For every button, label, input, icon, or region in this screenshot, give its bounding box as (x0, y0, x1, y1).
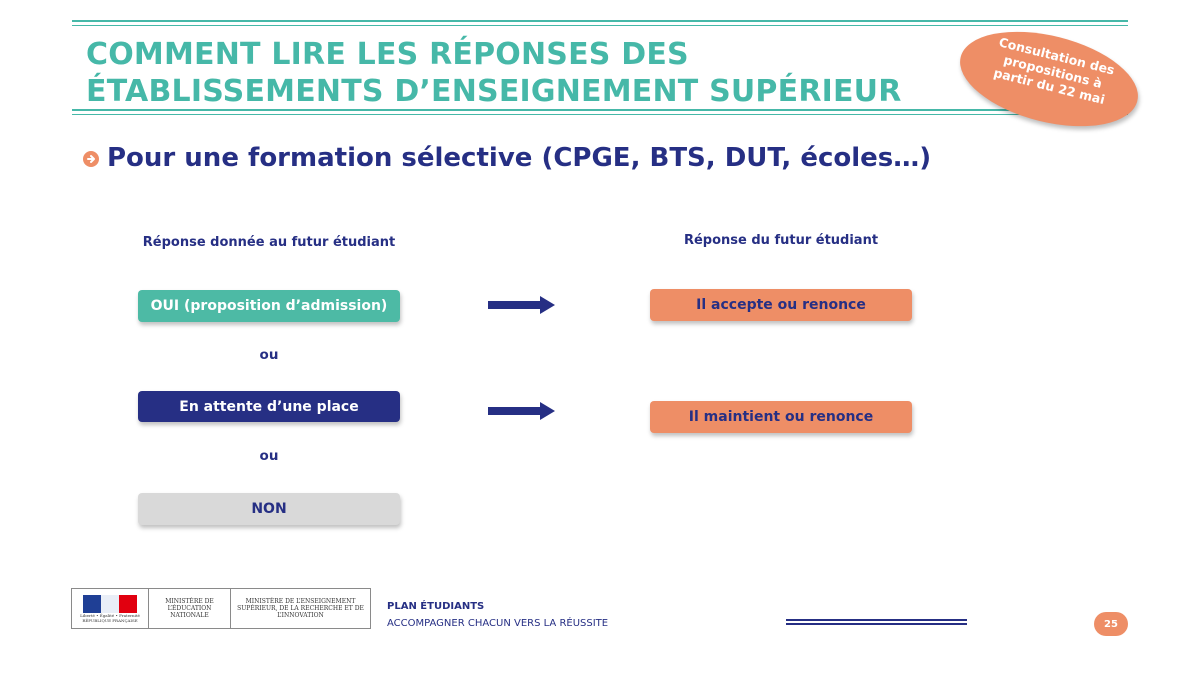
footer-program: PLAN ÉTUDIANTS (387, 601, 485, 612)
page-title: COMMENT LIRE LES RÉPONSES DES ÉTABLISSEM… (86, 36, 902, 110)
republique-name: RÉPUBLIQUE FRANÇAISE (82, 617, 138, 623)
option-oui-box: OUI (proposition d’admission) (138, 290, 400, 322)
french-flag-icon (83, 594, 137, 613)
page-number-badge: 25 (1094, 612, 1128, 636)
page-title-line2: ÉTABLISSEMENTS D’ENSEIGNEMENT SUPÉRIEUR (86, 74, 902, 109)
arrow-circle-icon (83, 151, 99, 167)
footer-tagline: ACCOMPAGNER CHACUN VERS LA RÉUSSITE (387, 618, 609, 629)
option-non-box: NON (138, 493, 400, 525)
ministry-logo: Liberté • Égalité • Fraternité RÉPUBLIQU… (71, 588, 371, 629)
republique-francaise-logo: Liberté • Égalité • Fraternité RÉPUBLIQU… (72, 589, 148, 628)
right-column-heading: Réponse du futur étudiant (683, 233, 879, 248)
response-accepte-box: Il accepte ou renonce (650, 289, 912, 321)
option-attente-box: En attente d’une place (138, 391, 400, 422)
header-top-rule (72, 20, 1128, 22)
left-column-heading: Réponse donnée au futur étudiant (142, 235, 396, 250)
page-title-line1: COMMENT LIRE LES RÉPONSES DES (86, 37, 689, 72)
republique-motto: Liberté • Égalité • Fraternité (80, 612, 140, 618)
ministry-education-label: MINISTÈRE DE L’ÉDUCATION NATIONALE (148, 589, 230, 628)
separator-ou-2: ou (259, 448, 279, 464)
header-bottom-rule (72, 109, 1128, 111)
ministry-higher-ed-label: MINISTÈRE DE L’ENSEIGNEMENT SUPÉRIEUR, D… (230, 589, 370, 628)
footer-rule-2 (786, 623, 967, 625)
response-maintient-box: Il maintient ou renonce (650, 401, 912, 433)
header-top-rule-2 (72, 25, 1128, 26)
header-bottom-rule-2 (72, 114, 1128, 115)
footer-rule-1 (786, 619, 967, 621)
right-arrow-icon-1 (488, 296, 555, 314)
right-arrow-icon-2 (488, 402, 555, 420)
section-subtitle: Pour une formation sélective (CPGE, BTS,… (107, 143, 932, 173)
separator-ou-1: ou (259, 347, 279, 363)
